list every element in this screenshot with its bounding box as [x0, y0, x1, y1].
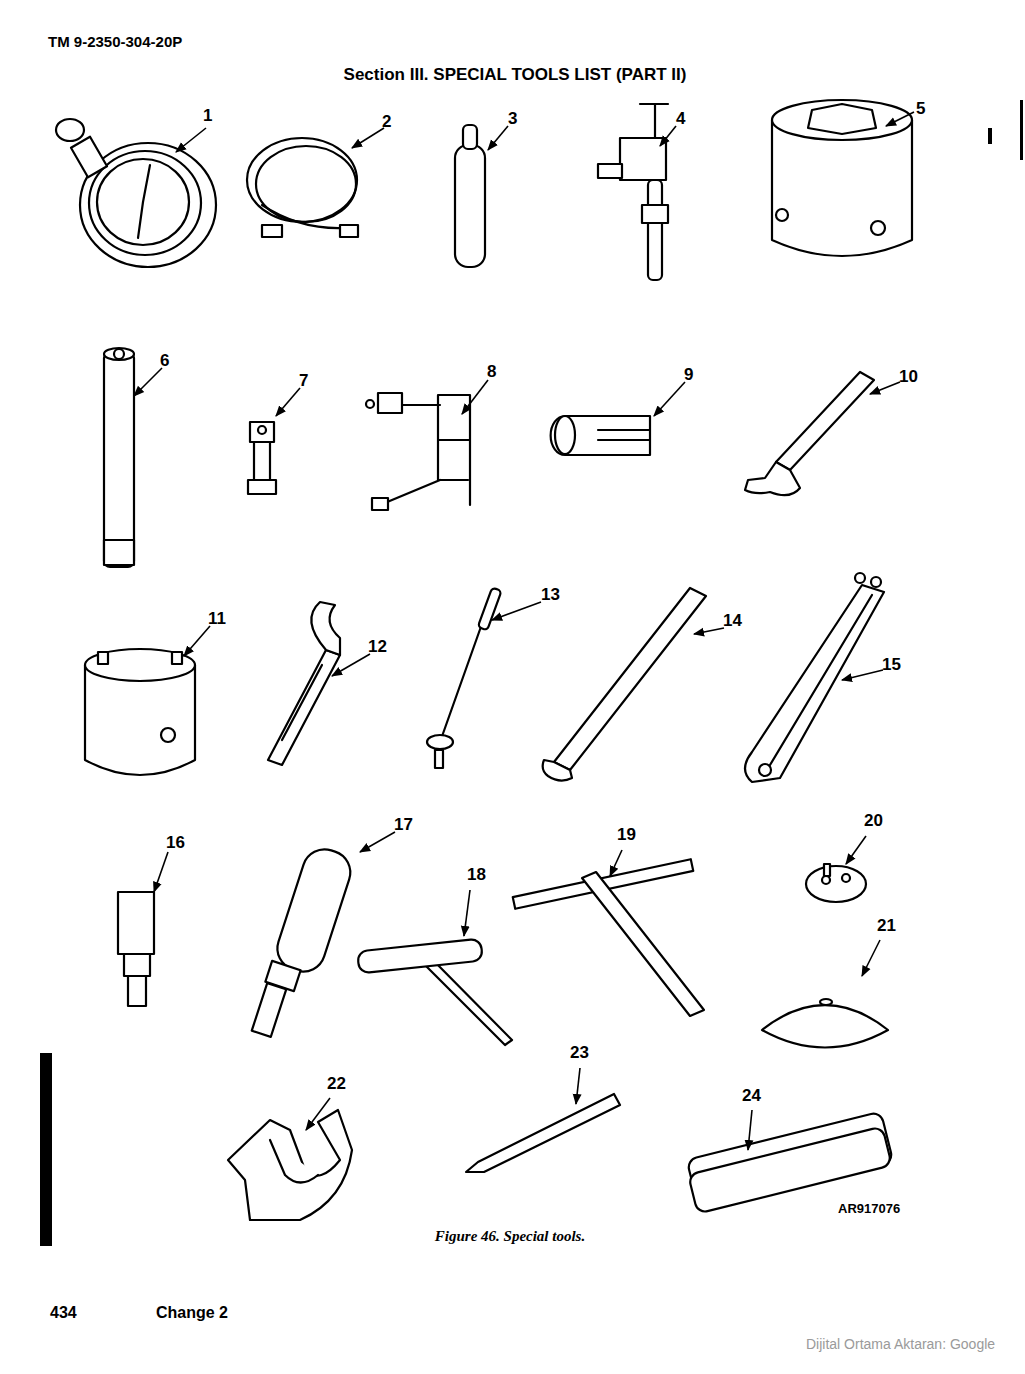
disc-adapter	[806, 864, 866, 902]
t-handle	[357, 939, 512, 1045]
callout-number: 17	[394, 816, 413, 835]
callout-number: 3	[508, 110, 517, 129]
hook-spanner	[268, 602, 340, 765]
valve-assembly	[598, 104, 668, 280]
watermark: Dijital Ortama Aktaran: Google	[806, 1337, 995, 1352]
sleeve	[551, 416, 650, 455]
figure-code: AR917076	[838, 1202, 900, 1216]
t-wrench	[513, 859, 704, 1016]
leader-lines	[134, 112, 914, 1150]
spanner-wrench	[543, 588, 706, 781]
document-id: TM 9-2350-304-20P	[48, 34, 182, 51]
spanner-wrench	[745, 372, 874, 495]
tool-case	[687, 1112, 894, 1214]
holding-fixture	[366, 393, 470, 510]
callout-number: 10	[899, 368, 918, 387]
extension-bar	[104, 348, 134, 567]
callout-number: 14	[723, 612, 742, 631]
callout-number: 18	[467, 866, 486, 885]
callout-number: 19	[617, 826, 636, 845]
adapter	[118, 892, 154, 1006]
callout-number: 13	[541, 586, 560, 605]
callout-number: 1	[203, 107, 212, 126]
callout-number: 9	[684, 366, 693, 385]
pin-spanner	[745, 573, 884, 782]
callout-number: 21	[877, 917, 896, 936]
driver-handle	[252, 844, 356, 1037]
gas-cylinder	[455, 125, 485, 267]
support-plate	[228, 1110, 352, 1220]
change-bar	[40, 1053, 52, 1246]
callout-number: 20	[864, 812, 883, 831]
callout-number: 5	[916, 100, 925, 119]
callout-number: 23	[570, 1044, 589, 1063]
callout-number: 7	[299, 372, 308, 391]
callout-number: 8	[487, 363, 496, 382]
callout-number: 12	[368, 638, 387, 657]
hose-assembly	[247, 138, 358, 237]
puller-rod	[427, 587, 502, 768]
edge-mark	[1020, 100, 1023, 160]
callout-number: 2	[382, 113, 391, 132]
cone-plate	[762, 999, 888, 1048]
callout-number: 16	[166, 834, 185, 853]
edge-mark	[988, 128, 992, 144]
callout-number: 15	[882, 656, 901, 675]
page-number: 434	[50, 1304, 77, 1322]
change-note: Change 2	[156, 1304, 228, 1322]
drift-pin	[466, 1094, 620, 1172]
figure-caption: Figure 46. Special tools.	[435, 1228, 585, 1245]
callout-number: 4	[676, 110, 685, 129]
callout-number: 6	[160, 352, 169, 371]
callout-number: 24	[742, 1087, 761, 1106]
section-title: Section III. SPECIAL TOOLS LIST (PART II…	[344, 66, 687, 85]
dial-gauge	[56, 119, 216, 267]
socket-cup	[85, 649, 195, 775]
callout-number: 11	[208, 610, 226, 629]
callout-number: 22	[327, 1075, 346, 1094]
adapter-block	[248, 422, 276, 494]
